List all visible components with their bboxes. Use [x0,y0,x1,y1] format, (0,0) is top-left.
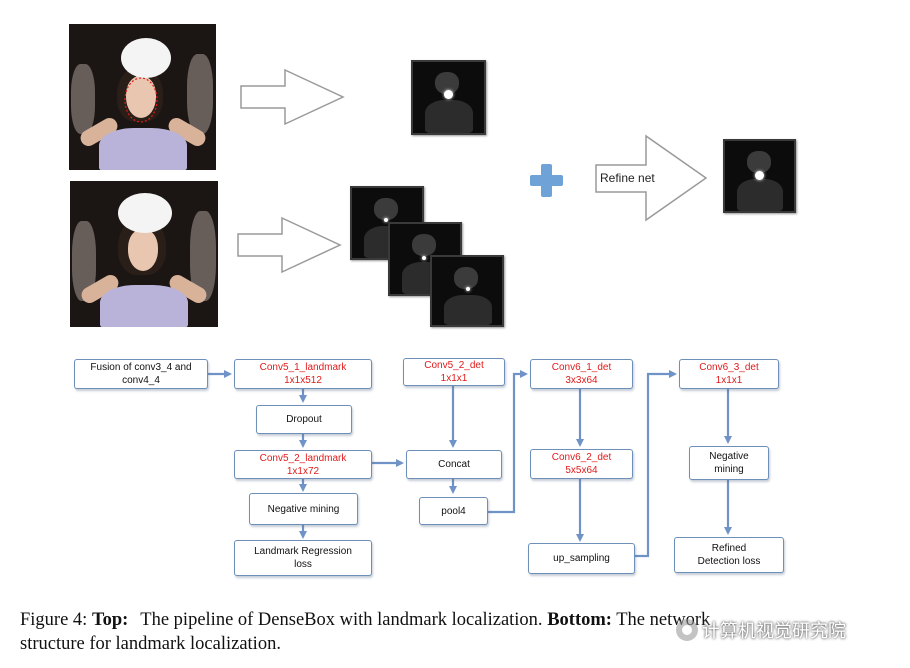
top-label: Top: [91,610,129,630]
box-label: Detection loss [697,556,761,567]
figure-caption: Figure 4: Top: The pipeline of DenseBox w… [20,608,900,656]
box-label: Concat [438,459,470,470]
box-label: Conv6_1_det [551,362,612,373]
box-label: Conv6_2_det [551,452,612,463]
box-label: Fusion of conv3_4 and [90,362,192,373]
box-label: Dropout [286,414,322,425]
wechat-icon [676,619,698,641]
box-conv6-1-det: Conv6_1_det 3x3x64 [530,359,633,389]
box-pool4: pool4 [419,497,488,525]
box-label: Conv5_2_landmark [259,452,347,464]
box-up-sampling: up_sampling [528,543,635,574]
box-label: mining [714,464,744,475]
box-label: conv4_4 [122,375,160,386]
box-label: 5x5x64 [565,465,598,476]
box-label: 1x1x1 [715,375,743,386]
box-conv6-2-det: Conv6_2_det 5x5x64 [530,449,633,479]
box-label: pool4 [441,505,466,517]
input-photo-top [69,24,216,170]
refine-net-label: Refine net [600,171,655,185]
arrow-pool4-conv61 [488,370,528,514]
box-conv5-2-landmark: Conv5_2_landmark 1x1x72 [234,450,372,479]
box-refined-detection-loss: Refined Detection loss [674,537,784,573]
box-label: 1x1x512 [284,375,322,386]
box-dropout: Dropout [256,405,352,434]
caption-line-1: Figure 4: Top: The pipeline of DenseBox w… [20,608,900,632]
box-label: Conv5_1_landmark [259,362,347,373]
box-label: Refined [711,543,747,554]
arrow-upsampling-conv63 [634,370,677,558]
box-conv5-2-det: Conv5_2_det 1x1x1 [403,358,505,386]
box-fusion-conv3-conv4: Fusion of conv3_4 and conv4_4 [74,359,208,389]
box-conv5-1-landmark: Conv5_1_landmark 1x1x512 [234,359,372,389]
box-label: Conv6_3_det [699,362,759,373]
box-label: up_sampling [553,553,610,564]
caption-line-2: structure for landmark localization. [20,634,281,654]
box-label: loss [294,559,312,570]
box-landmark-regression-loss: Landmark Regression loss [234,540,372,576]
refined-score-map [723,139,796,213]
hollow-arrow-2 [237,216,342,274]
box-label: Conv5_2_det [424,360,484,371]
plus-icon [530,164,563,197]
box-label: 1x1x1 [440,373,468,384]
watermark-text: 计算机视觉研究院 [702,621,846,642]
box-conv6-3-det: Conv6_3_det 1x1x1 [679,359,779,389]
watermark: 计算机视觉研究院 [676,617,846,643]
box-label: Landmark Regression [254,546,352,557]
figure-label: Figure 4: [20,610,88,630]
box-negative-mining-right: Negative mining [689,446,769,480]
box-concat: Concat [406,450,502,479]
box-label: Negative mining [267,503,340,515]
score-map-top [411,60,486,135]
refine-net-arrow [595,134,708,222]
input-photo-bottom [70,181,218,327]
box-label: 3x3x64 [565,375,598,386]
top-text: The pipeline of DenseBox with landmark l… [140,610,543,630]
box-label: 1x1x72 [286,465,320,477]
box-negative-mining-left: Negative mining [249,493,358,525]
hollow-arrow-1 [240,68,345,126]
box-label: Negative [709,451,749,462]
bottom-label: Bottom: [547,610,612,630]
landmark-map-3 [430,255,504,327]
